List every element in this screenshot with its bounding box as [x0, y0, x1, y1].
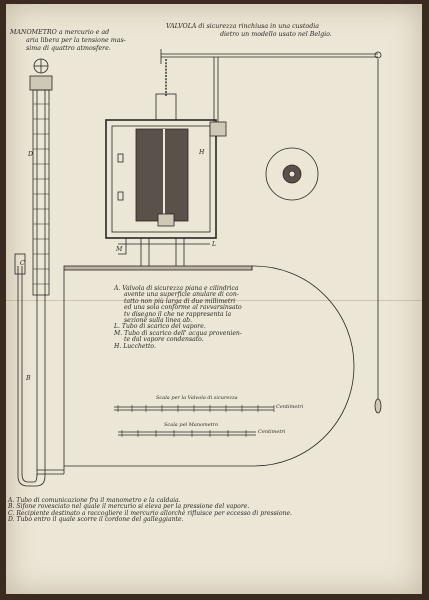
valve-weight: [135, 128, 189, 222]
letter-m: M: [116, 246, 123, 253]
manometer-legend-line: A. Tubo di comunicazione fra il manometr…: [8, 497, 181, 504]
manometer-legend-line: C. Recipiente destinato a raccogliere il…: [8, 509, 292, 517]
manometer-drawing: [14, 58, 64, 487]
letter-b: B: [26, 375, 31, 382]
valve-legend-line: H. Lucchetto.: [114, 342, 156, 350]
manometer-legend: A. Tubo di comunicazione fra il manometr…: [8, 497, 292, 524]
letter-d: D: [28, 151, 33, 158]
manometer-title-line2: aria libera per la tensione mas-: [26, 37, 126, 44]
valve-legend-line: avente una superficie anulare di con-: [124, 291, 239, 299]
valve-drawing: [63, 49, 382, 474]
letter-l: L: [212, 241, 217, 248]
valve-legend-line: sezione sulla linea ab.: [124, 316, 193, 324]
scale-valve: [114, 405, 275, 412]
engraving-figure: [14, 49, 382, 487]
valve-legend-line: ed una sola conforme al ravvarsinsato: [124, 304, 242, 312]
valve-legend-line: tv disegno il che ne rappresenta la: [124, 310, 232, 318]
valve-title-line2: dietro un modello usato nel Belgio.: [220, 31, 332, 38]
manometer-title-line3: sima di quattro atmosfere.: [26, 45, 111, 52]
manometer-title: MANOMETRO a mercurio e ad: [10, 29, 110, 36]
valve-legend-line: te dal vapore condensato.: [124, 336, 204, 344]
valve-legend: A. Valvola di sicurezza piana e cilindri…: [114, 285, 242, 350]
letter-h: H: [199, 149, 205, 156]
valve-legend-line: L. Tubo di scarico del vapore.: [114, 323, 206, 331]
scale-valve-unit: Centimetri: [276, 404, 304, 410]
manometer-legend-line: B. Sifone rovesciato nel quale il mercur…: [8, 503, 250, 511]
scale-manometer-unit: Centimetri: [258, 429, 286, 435]
valve-legend-line: A. Valvola di sicurezza piana e cilindri…: [114, 285, 239, 292]
valve-legend-line: M. Tubo di scarico dell' acqua provenien…: [114, 329, 242, 337]
mercury-recipient: [14, 253, 26, 275]
manometer-legend-line: D. Tubo entro il quale scorre il cordone…: [8, 516, 184, 524]
scale-valve-label: Scala per la Valvola di sicurezza: [156, 395, 238, 401]
letter-c: C: [20, 260, 25, 267]
valve-legend-line: tatto non più larga di due millimetri: [124, 297, 236, 305]
scale-manometer-label: Scala pel Manometro: [164, 422, 219, 428]
valve-title: VALVOLA di sicurezza rinchiusa in una cu…: [166, 23, 320, 30]
scale-manometer: [118, 430, 256, 437]
engraving-sheet: MANOMETRO a mercurio e ad aria libera pe…: [6, 4, 422, 594]
fold-line: [6, 300, 422, 301]
